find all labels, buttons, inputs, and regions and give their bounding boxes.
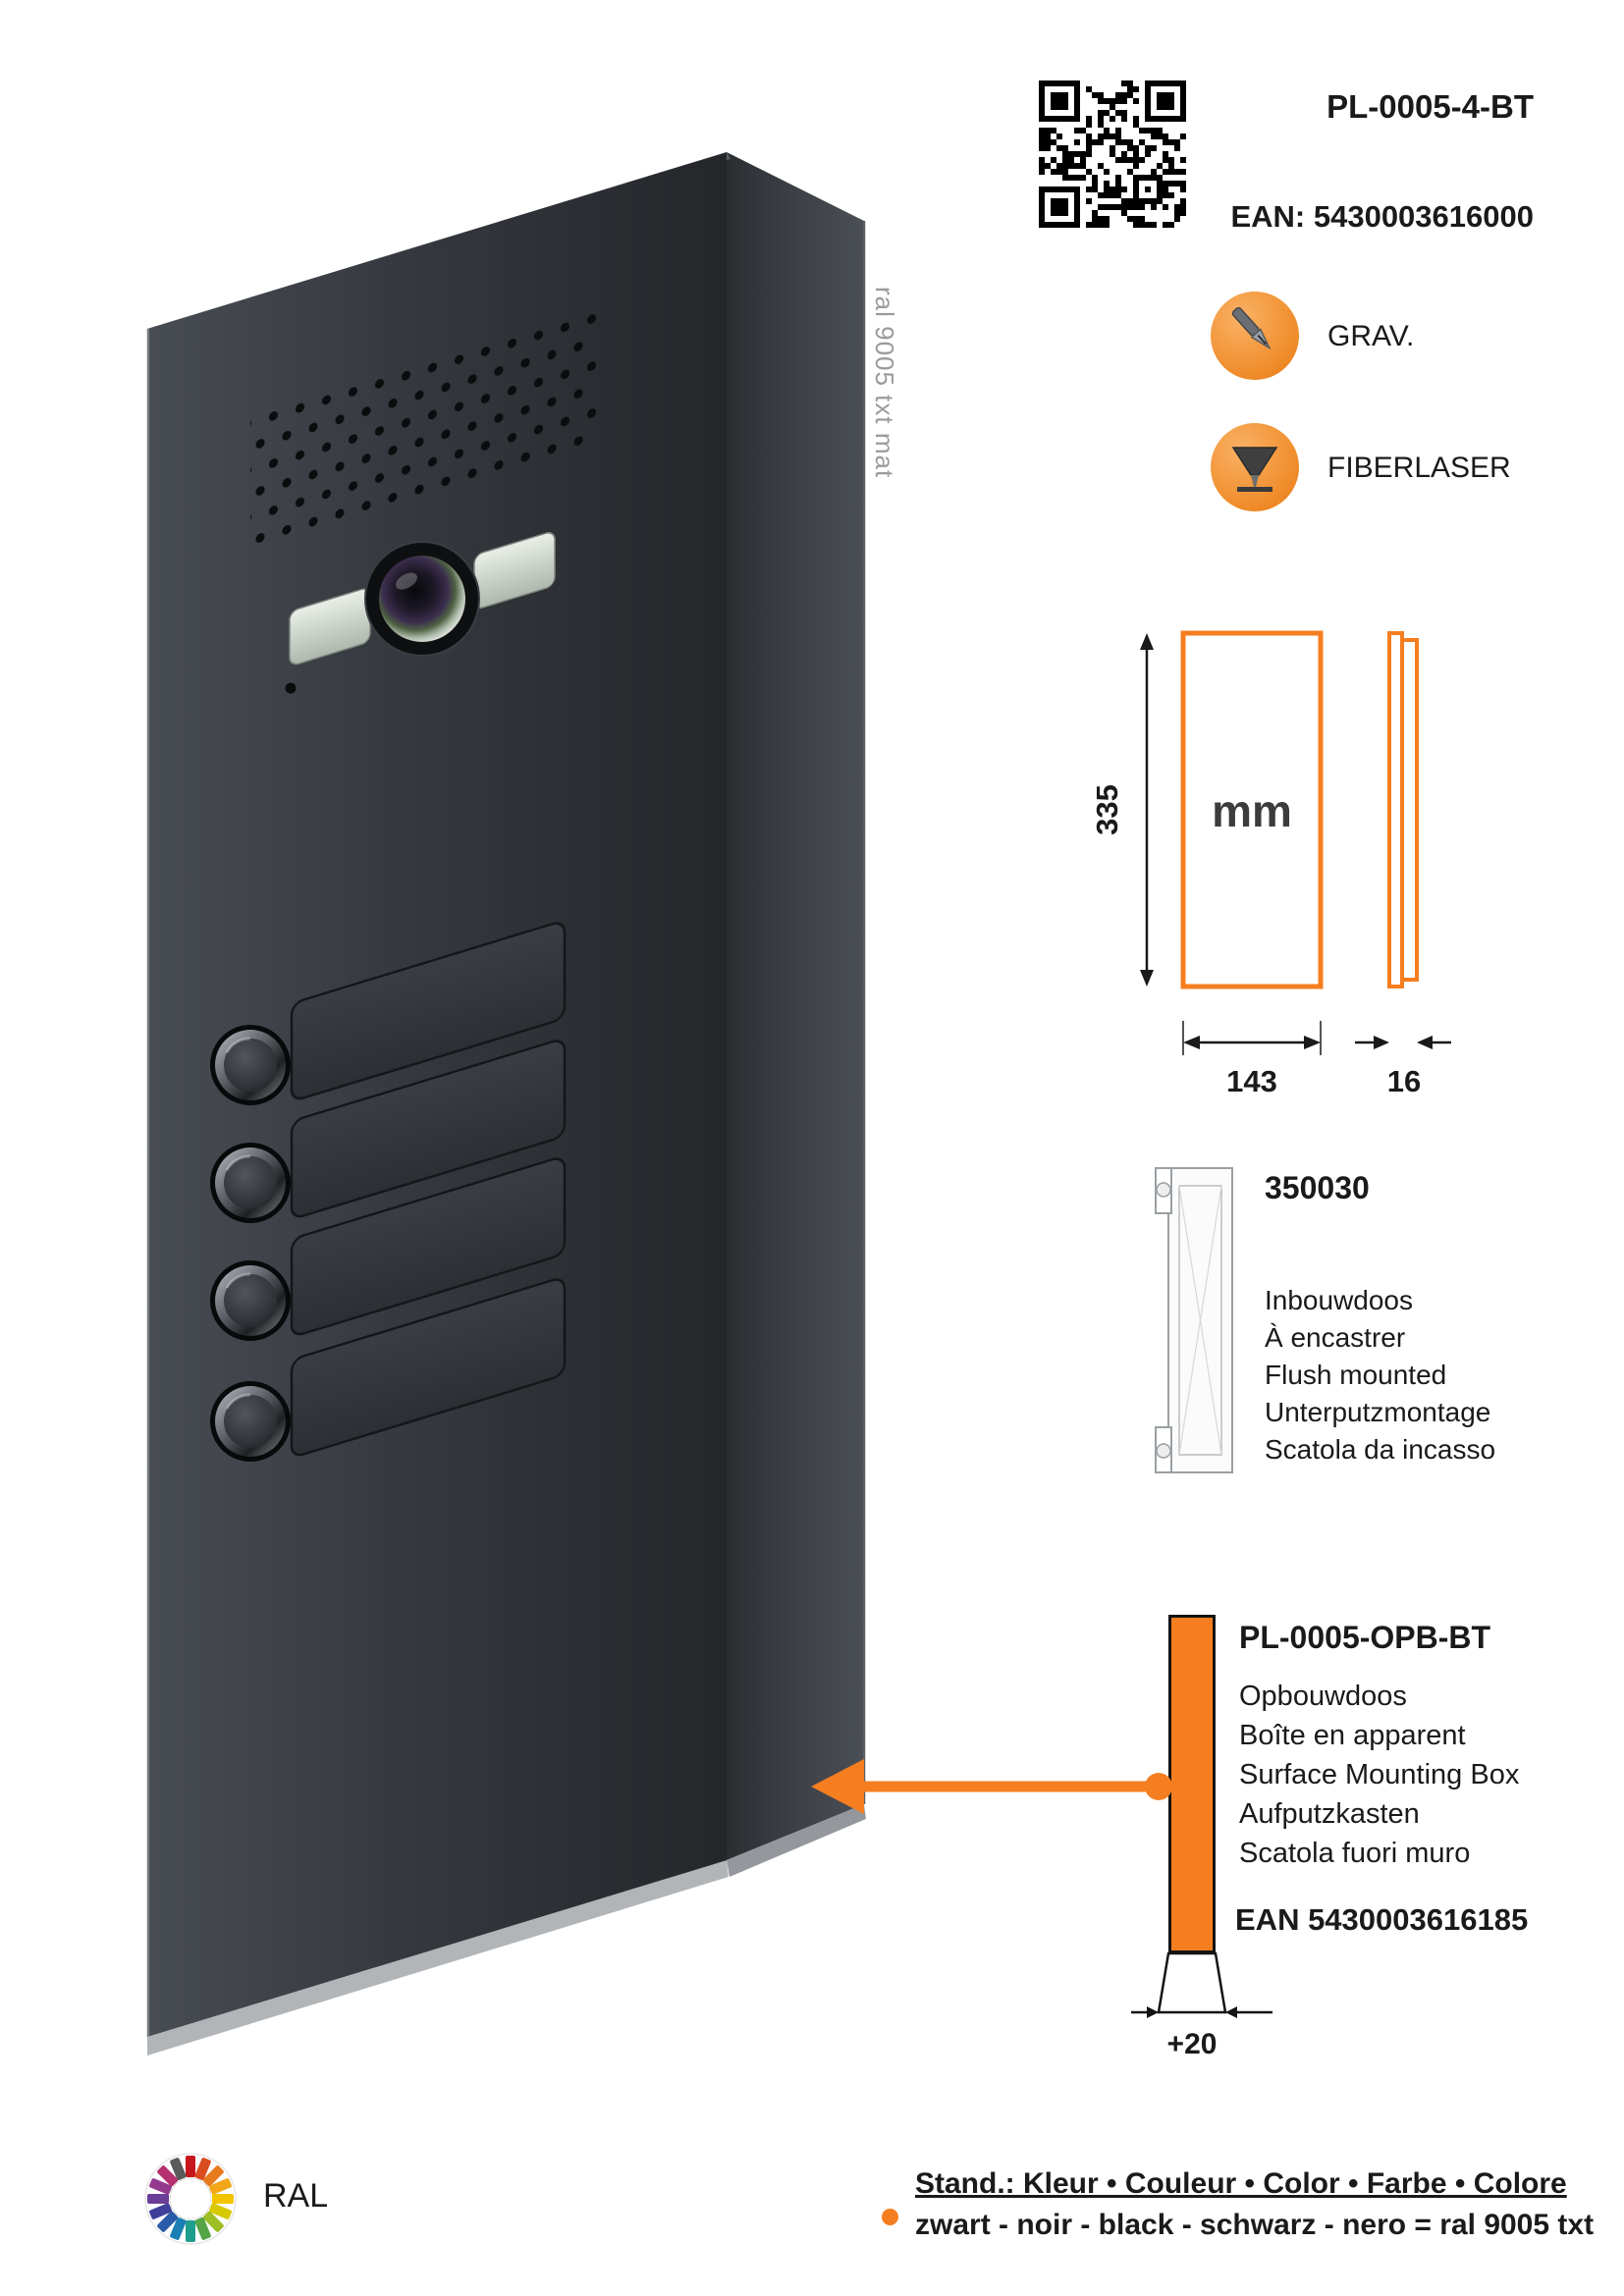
- flush-box-name-en: Flush mounted: [1265, 1360, 1447, 1390]
- door-station-photo: [146, 152, 866, 2056]
- side-profile-outline: [1387, 631, 1419, 988]
- surface-box-name-fr: Boîte en apparent: [1239, 1720, 1466, 1751]
- surface-box-name-en: Surface Mounting Box: [1239, 1759, 1520, 1790]
- call-button-1: [210, 1025, 291, 1105]
- flush-box-name-de: Unterputzmontage: [1265, 1397, 1491, 1427]
- name-plate-4: [290, 1278, 567, 1457]
- front-outline: [1180, 630, 1324, 989]
- surface-box-name-nl: Opbouwdoos: [1239, 1681, 1407, 1712]
- panel-side-face: [727, 152, 864, 1860]
- qr-code: [1039, 80, 1186, 228]
- unit-label: mm: [1212, 785, 1292, 836]
- call-button-3: [210, 1260, 291, 1341]
- call-button-2: [210, 1143, 291, 1223]
- front-dimension-drawing: mm 335 143 16: [1090, 630, 1451, 1098]
- surface-box-ean: EAN 5430003616185: [1235, 1902, 1529, 1937]
- laser-cone-icon: [1211, 423, 1299, 511]
- surface-box-arrow: [811, 1759, 1172, 1814]
- name-plate-1: [290, 922, 567, 1100]
- speaker-grille: [250, 301, 596, 547]
- surface-box-name-it: Scatola fuori muro: [1239, 1838, 1471, 1869]
- flush-box-name-fr: À encastrer: [1265, 1322, 1406, 1353]
- ral-label: RAL: [263, 2177, 329, 2215]
- standard-color-value: zwart - noir - black - schwarz - nero = …: [915, 2209, 1595, 2241]
- ral-color-fan-icon: [144, 2153, 237, 2245]
- call-button-4: [210, 1381, 291, 1462]
- added-depth-drawing: +20: [1131, 1951, 1272, 2060]
- flush-box-names: Inbouwdoos À encastrer Flush mounted Unt…: [1265, 1282, 1495, 1468]
- depth-value: 16: [1387, 1064, 1421, 1098]
- name-plate-3: [290, 1157, 567, 1336]
- camera-lens: [364, 541, 480, 657]
- product-ean: EAN: 5430003616000: [1230, 199, 1534, 234]
- surface-box-code: PL-0005-OPB-BT: [1239, 1620, 1491, 1655]
- name-plate-2: [290, 1040, 567, 1218]
- panel-bottom-edge: [147, 1860, 729, 2056]
- height-value: 335: [1090, 784, 1124, 835]
- standard-color-heading: Stand.: Kleur • Couleur • Color • Farbe …: [915, 2167, 1567, 2200]
- finish-note: ral 9005 txt mat: [870, 287, 899, 479]
- flush-box-name-it: Scatola da incasso: [1265, 1434, 1496, 1465]
- microphone-hole: [285, 682, 297, 694]
- fiberlaser-label: FIBERLASER: [1327, 452, 1511, 484]
- call-buttons: [210, 1025, 291, 1462]
- flush-box-code: 350030: [1265, 1170, 1370, 1205]
- panel-bottom-side-edge: [727, 1804, 866, 1877]
- product-code: PL-0005-4-BT: [1326, 88, 1534, 125]
- flush-box-drawing: [1155, 1167, 1233, 1473]
- flush-box-name-nl: Inbouwdoos: [1265, 1285, 1414, 1315]
- surface-box-names: Opbouwdoos Boîte en apparent Surface Mou…: [1239, 1677, 1519, 1873]
- engraving-pen-icon: [1211, 292, 1299, 380]
- surface-box-name-de: Aufputzkasten: [1239, 1798, 1420, 1830]
- engraving-label: GRAV.: [1327, 320, 1415, 352]
- added-depth-value: +20: [1167, 2028, 1218, 2060]
- width-value: 143: [1226, 1064, 1277, 1098]
- footer-bullet: [882, 2209, 898, 2225]
